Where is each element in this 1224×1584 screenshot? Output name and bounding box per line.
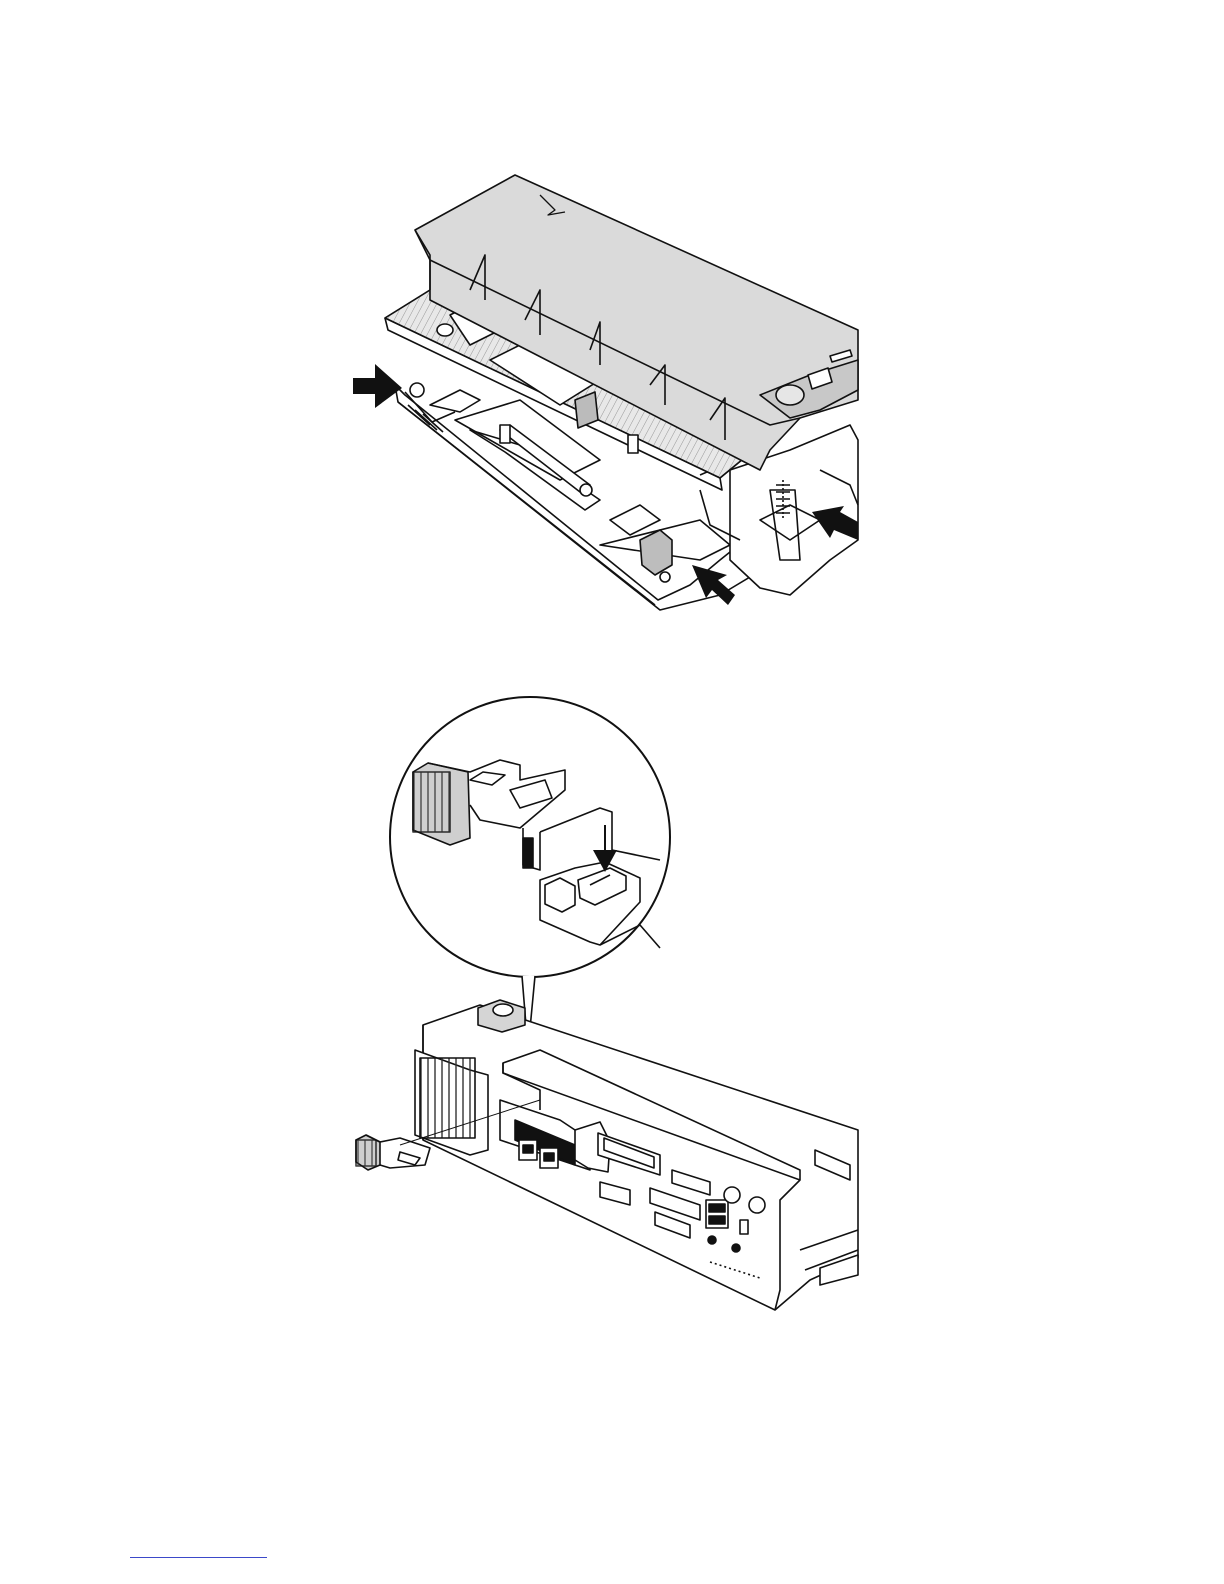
docking-station-body: [415, 1000, 858, 1310]
detail-callout: [390, 697, 670, 1050]
top-figure: [353, 175, 858, 610]
push-arrow-left: [353, 364, 402, 408]
bottom-figure: [356, 697, 858, 1310]
footer-link-rule: [130, 1557, 267, 1558]
